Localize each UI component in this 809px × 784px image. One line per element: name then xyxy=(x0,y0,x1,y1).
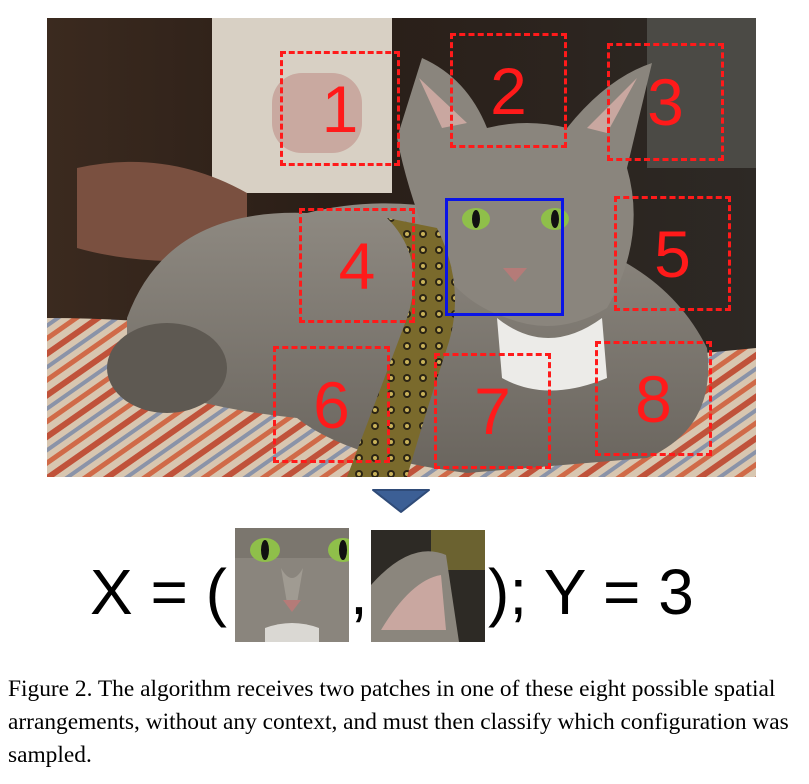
patch-6: 6 xyxy=(273,346,390,463)
down-arrow-icon xyxy=(372,489,430,513)
patch-2-label: 2 xyxy=(490,53,527,128)
patch-7-label: 7 xyxy=(474,374,511,448)
equation-comma: , xyxy=(350,556,368,628)
patch-5: 5 xyxy=(614,196,731,311)
center-patch xyxy=(445,198,564,316)
patch-1-label: 1 xyxy=(321,71,359,146)
patch-3-label: 3 xyxy=(647,65,684,139)
patch-8-label: 8 xyxy=(635,361,672,436)
patch-8: 8 xyxy=(595,341,712,456)
patch-4: 4 xyxy=(299,208,415,323)
patch-5-label: 5 xyxy=(654,216,691,291)
equation-suffix: ); Y = 3 xyxy=(488,556,694,628)
equation-x-prefix: X = ( xyxy=(90,556,227,628)
patch-1: 1 xyxy=(280,51,400,166)
patch-4-label: 4 xyxy=(338,228,376,303)
patch-7: 7 xyxy=(434,353,551,469)
cat-photo: 1 2 3 4 5 6 7 8 xyxy=(47,18,756,477)
patch-6-label: 6 xyxy=(313,367,350,442)
patch-3: 3 xyxy=(607,43,724,161)
figure-caption: Figure 2. The algorithm receives two pat… xyxy=(8,676,789,768)
patch-2: 2 xyxy=(450,33,567,148)
center-patch-thumbnail xyxy=(235,528,349,642)
patch-3-thumbnail xyxy=(371,530,485,642)
cat-illustration xyxy=(47,18,756,477)
